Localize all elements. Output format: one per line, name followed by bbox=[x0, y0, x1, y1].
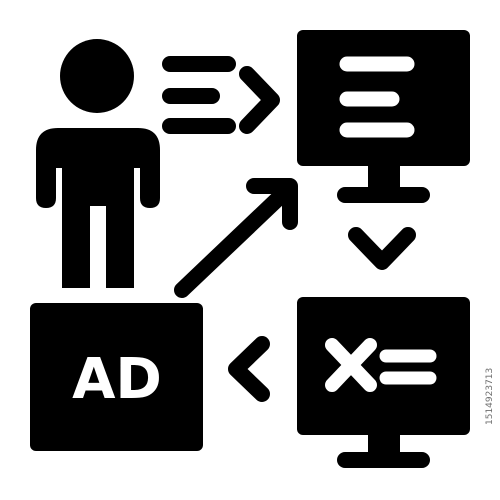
monitor-document-icon bbox=[297, 30, 470, 203]
chevron-left-icon bbox=[228, 336, 270, 402]
speed-lines-icon bbox=[162, 56, 280, 134]
stock-id: 1514923713 bbox=[485, 368, 495, 425]
equals-sign bbox=[379, 349, 437, 385]
ad-label: AD bbox=[72, 347, 162, 412]
person-icon bbox=[36, 39, 160, 288]
chevron-down-icon bbox=[348, 227, 416, 270]
monitor-formula-icon bbox=[297, 297, 470, 468]
multiply-sign bbox=[325, 338, 377, 392]
arrow-up-right-icon bbox=[174, 178, 298, 298]
ad-board-icon: AD bbox=[30, 303, 203, 451]
